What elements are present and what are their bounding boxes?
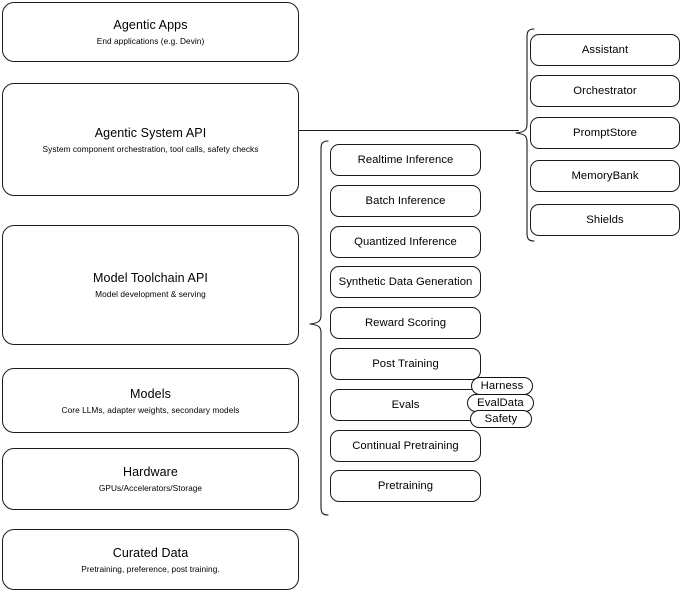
badge-evaldata[interactable]: EvalData [467, 394, 534, 412]
layer-title: Models [130, 386, 171, 401]
capability-label: Evals [391, 398, 420, 411]
component-label: Orchestrator [573, 84, 637, 97]
capability-synthetic-data-generation[interactable]: Synthetic Data Generation [330, 266, 481, 298]
badge-label: Safety [484, 412, 518, 425]
capability-evals[interactable]: Evals [330, 389, 481, 421]
connector-system-api-to-components [299, 130, 519, 131]
layer-subtitle: Core LLMs, adapter weights, secondary mo… [61, 404, 240, 415]
layer-agentic-system-api[interactable]: Agentic System API System component orch… [2, 83, 299, 196]
capability-continual-pretraining[interactable]: Continual Pretraining [330, 430, 481, 462]
layer-subtitle: GPUs/Accelerators/Storage [98, 483, 203, 493]
component-promptstore[interactable]: PromptStore [530, 117, 680, 149]
layer-hardware[interactable]: Hardware GPUs/Accelerators/Storage [2, 448, 299, 510]
capability-label: Reward Scoring [364, 316, 447, 329]
component-assistant[interactable]: Assistant [530, 34, 680, 66]
layer-subtitle: Model development & serving [95, 289, 206, 299]
badge-safety[interactable]: Safety [470, 410, 532, 428]
layer-subtitle: End applications (e.g. Devin) [96, 36, 205, 46]
layer-agentic-apps[interactable]: Agentic Apps End applications (e.g. Devi… [2, 2, 299, 62]
component-label: MemoryBank [571, 169, 639, 182]
component-orchestrator[interactable]: Orchestrator [530, 75, 680, 107]
brace-system-components [515, 28, 535, 242]
layer-subtitle: System component orchestration, tool cal… [42, 143, 259, 154]
layer-model-toolchain-api[interactable]: Model Toolchain API Model development & … [2, 225, 299, 345]
capability-quantized-inference[interactable]: Quantized Inference [330, 226, 481, 258]
layer-title: Hardware [123, 465, 178, 479]
capability-post-training[interactable]: Post Training [330, 348, 481, 380]
badge-label: EvalData [477, 396, 524, 409]
layer-subtitle: Pretraining, preference, post training. [81, 563, 220, 574]
capability-label: Realtime Inference [357, 153, 454, 166]
capability-pretraining[interactable]: Pretraining [330, 470, 481, 502]
capability-label: Quantized Inference [354, 235, 457, 248]
layer-title: Curated Data [112, 545, 189, 560]
component-memorybank[interactable]: MemoryBank [530, 160, 680, 192]
badge-harness[interactable]: Harness [471, 377, 533, 395]
capability-reward-scoring[interactable]: Reward Scoring [330, 307, 481, 339]
capability-label: Synthetic Data Generation [338, 275, 473, 288]
layer-title: Model Toolchain API [93, 271, 208, 285]
capability-batch-inference[interactable]: Batch Inference [330, 185, 481, 217]
badge-label: Harness [480, 379, 524, 392]
layer-title: Agentic System API [94, 125, 207, 140]
brace-toolchain [309, 140, 329, 516]
layer-title: Agentic Apps [113, 18, 188, 32]
component-label: Shields [586, 213, 624, 226]
component-label: PromptStore [573, 126, 637, 139]
layer-curated-data[interactable]: Curated Data Pretraining, preference, po… [2, 529, 299, 590]
capability-label: Post Training [372, 357, 439, 370]
capability-label: Pretraining [377, 479, 434, 492]
layer-models[interactable]: Models Core LLMs, adapter weights, secon… [2, 368, 299, 433]
component-label: Assistant [581, 43, 629, 56]
capability-realtime-inference[interactable]: Realtime Inference [330, 144, 481, 176]
component-shields[interactable]: Shields [530, 204, 680, 236]
capability-label: Batch Inference [365, 194, 446, 207]
capability-label: Continual Pretraining [352, 439, 459, 452]
